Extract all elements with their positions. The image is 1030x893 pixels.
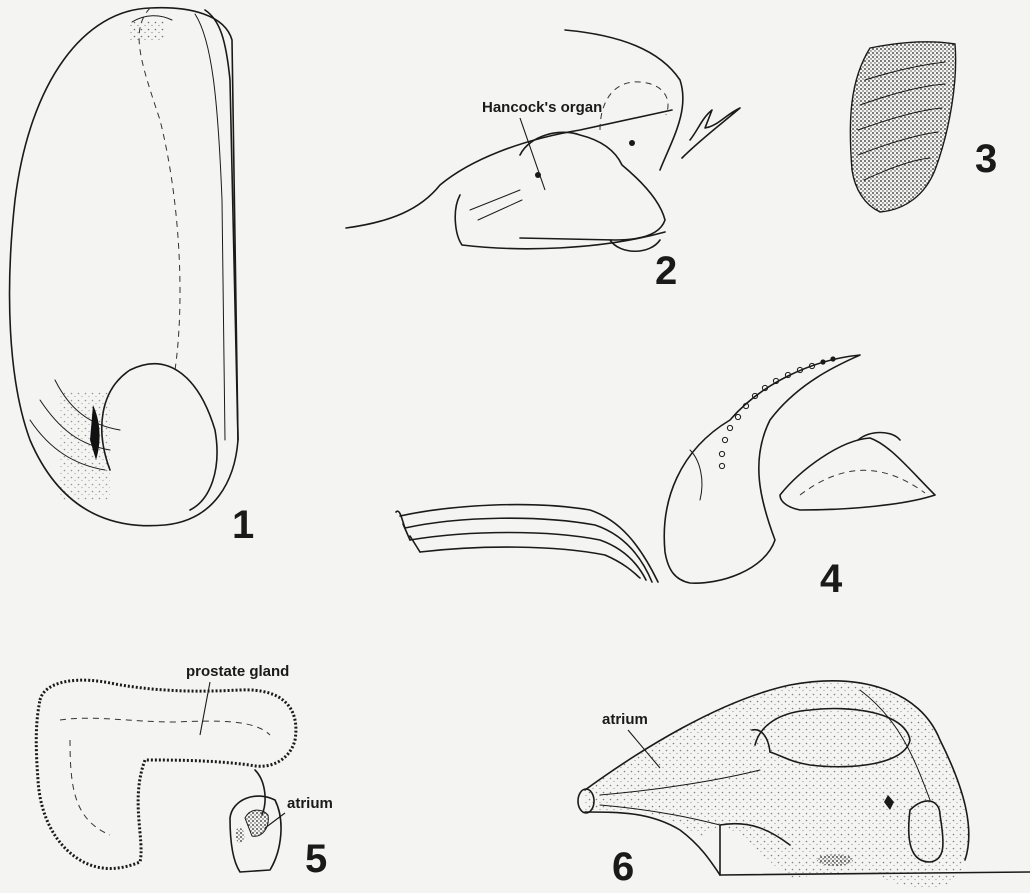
figure-5-number: 5 (305, 837, 327, 881)
figure-6-number: 6 (612, 845, 634, 889)
figure-6-atrium: atrium 6 (578, 681, 1030, 889)
figure-1-number: 1 (232, 503, 254, 547)
figure-1-shell: 1 (10, 8, 255, 547)
figure-3-number: 3 (975, 137, 997, 181)
atrium-label-figure-6: atrium (602, 711, 648, 728)
figure-4-teeth: 4 (396, 355, 935, 601)
figure-2-head: Hancock's organ 2 (346, 30, 740, 293)
figure-2-number: 2 (655, 249, 677, 293)
prostate-gland-label: prostate gland (186, 663, 289, 680)
figure-4-number: 4 (820, 557, 843, 601)
figure-3-plate: 3 (850, 42, 997, 212)
atrium-label-figure-5: atrium (287, 795, 333, 812)
figure-5-prostate: prostate gland atrium 5 (36, 663, 333, 881)
hancocks-organ-leader (520, 118, 545, 190)
hancocks-organ-label: Hancock's organ (482, 99, 602, 116)
